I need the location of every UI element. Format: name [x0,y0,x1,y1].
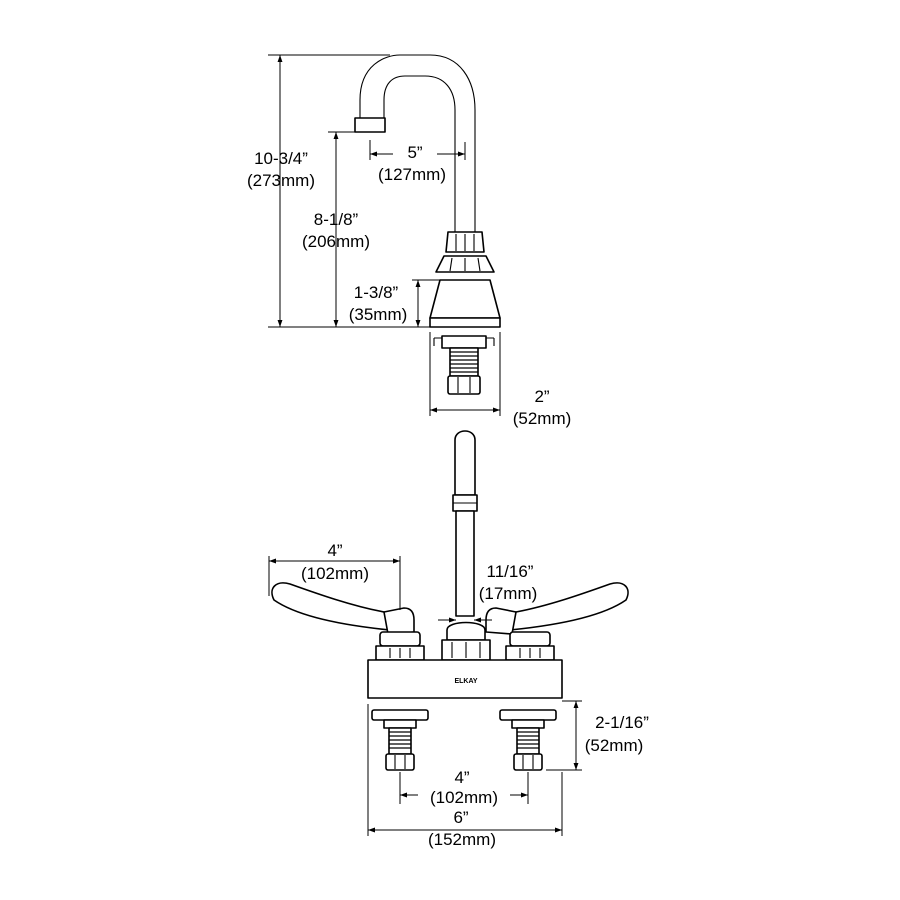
spout-height-in: 8-1/8” [314,210,359,229]
left-supply-nut [385,753,415,771]
front-view: ELKAY 4” (102mm) [268,430,649,849]
overall-height-in: 10-3/4” [254,149,308,168]
side-view: 10-3/4” (273mm) 8-1/8” (206mm) 5” (127mm… [247,54,572,428]
handle-length-in: 4” [327,541,342,560]
shank-length-mm: (52mm) [585,736,644,755]
spout-riser-lower [455,510,475,617]
right-supply-nut [513,753,543,771]
spout-diameter-in: 11/16” [487,562,534,581]
spout-height-mm: (206mm) [302,232,370,251]
body-width-in: 6” [453,808,468,827]
right-wrist-blade-handle [509,582,629,631]
centers-mm: (102mm) [430,788,498,807]
hex-nut-side [447,375,481,395]
spout-reach-in: 5” [407,143,422,162]
left-wrist-blade-handle [271,582,391,631]
spout-riser-top [454,430,476,496]
body-height-in: 1-3/8” [354,283,399,302]
handle-length-mm: (102mm) [301,564,369,583]
centers-in: 4” [454,768,469,787]
spout-aerator [354,117,386,133]
body-height-mm: (35mm) [349,305,408,324]
body-depth-mm: (52mm) [513,409,572,428]
body-width-mm: (152mm) [428,830,496,849]
body-depth-in: 2” [534,387,549,406]
faucet-body-front [367,659,563,699]
shank-threads-side [449,347,479,377]
spout-reach-mm: (127mm) [378,165,446,184]
overall-height-mm: (273mm) [247,171,315,190]
elkay-logo: ELKAY [454,678,477,685]
spout-diameter-mm: (17mm) [479,584,538,603]
faucet-body-side [429,279,501,319]
shank-length-in: 2-1/16” [595,713,649,732]
